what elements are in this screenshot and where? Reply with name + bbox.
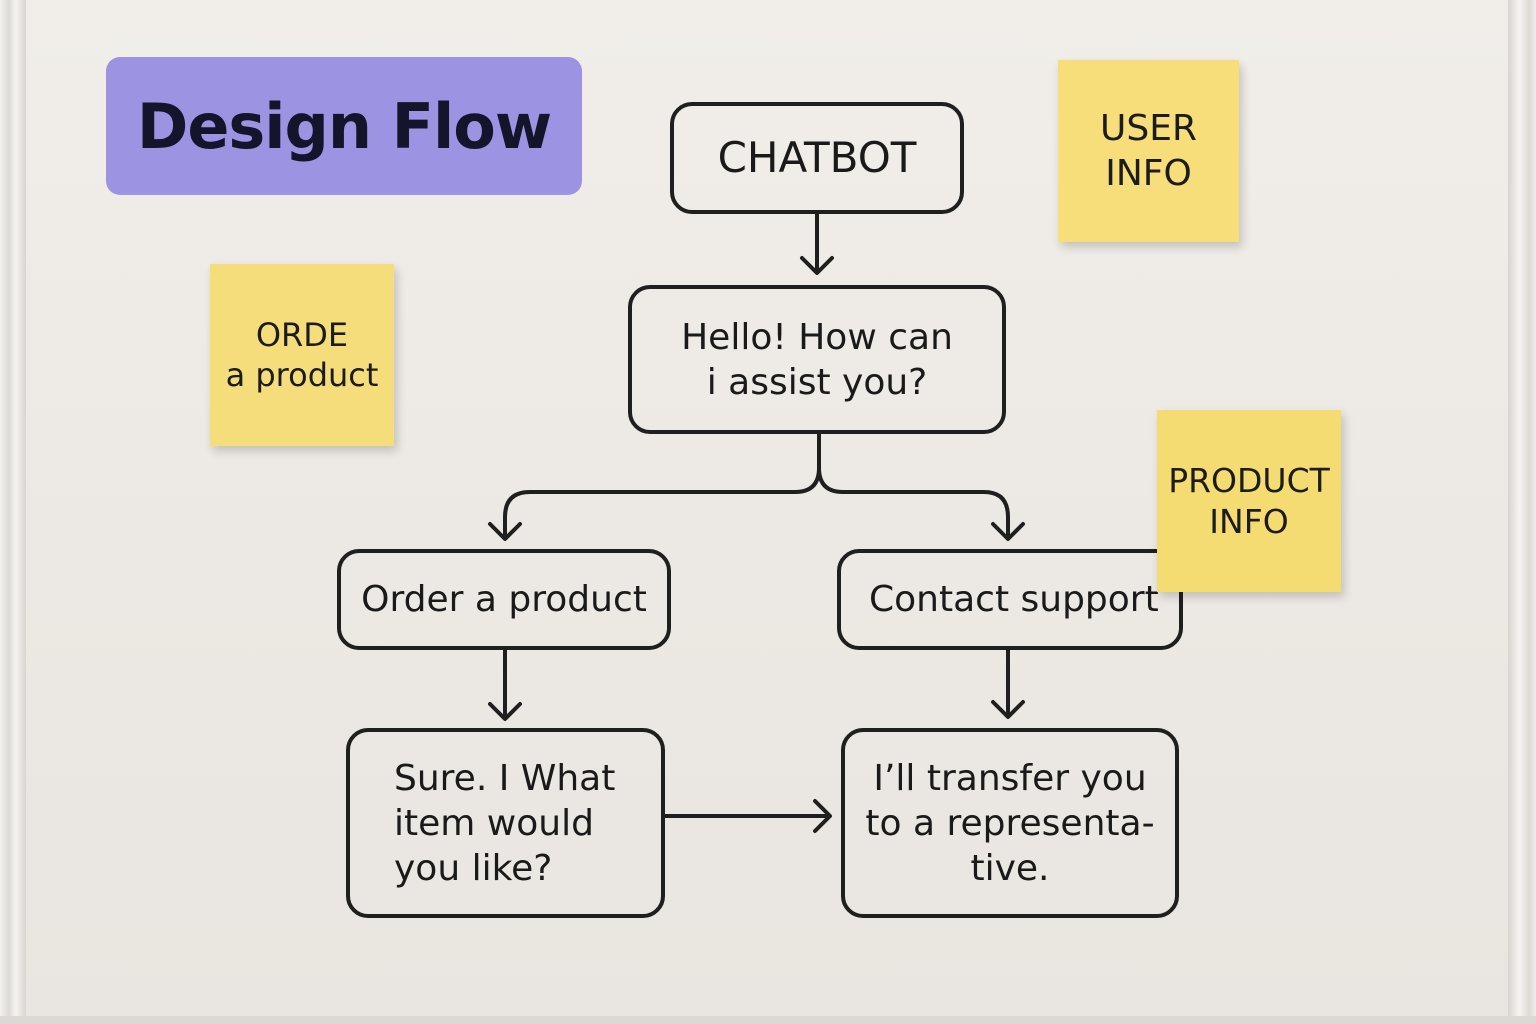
arrow-sure-to-transfer <box>663 799 832 833</box>
node-transfer: I’ll transfer you to a representa- tive. <box>841 728 1179 918</box>
node-contact-support-label: Contact support <box>869 579 1159 620</box>
arrow-chatbot-to-hello <box>800 212 834 275</box>
sticky-note-user-info-text: USER INFO <box>1100 108 1197 194</box>
node-order-product-label: Order a product <box>361 579 647 620</box>
node-item-prompt: Sure. I What item would you like? <box>346 728 665 918</box>
arrow-hello-to-contact <box>817 466 1025 541</box>
sticky-note-product-info: PRODUCT INFO <box>1157 410 1341 592</box>
sticky-note-product-info-text: PRODUCT INFO <box>1168 460 1330 541</box>
node-item-prompt-label: Sure. I What item would you like? <box>394 757 616 889</box>
arrow-contact-to-transfer <box>991 648 1025 719</box>
arrow-order-to-sure <box>488 648 522 721</box>
node-transfer-label: I’ll transfer you to a representa- tive. <box>865 757 1155 889</box>
board-frame-bottom <box>0 1016 1536 1024</box>
page-title: Design Flow <box>136 89 552 163</box>
sticky-note-order-text: ORDE a product <box>225 316 379 394</box>
node-chatbot: CHATBOT <box>670 102 964 214</box>
board-frame-right <box>1508 0 1536 1024</box>
node-greeting-label: Hello! How can i assist you? <box>681 316 953 403</box>
node-greeting: Hello! How can i assist you? <box>628 285 1006 434</box>
arrow-hello-to-order <box>488 432 821 541</box>
board-frame-left <box>0 0 26 1024</box>
sticky-note-user-info: USER INFO <box>1058 60 1239 242</box>
node-chatbot-label: CHATBOT <box>717 132 917 182</box>
node-contact-support: Contact support <box>837 549 1183 650</box>
sticky-note-order: ORDE a product <box>210 264 394 446</box>
title-badge: Design Flow <box>106 57 582 195</box>
node-order-product: Order a product <box>337 549 671 650</box>
